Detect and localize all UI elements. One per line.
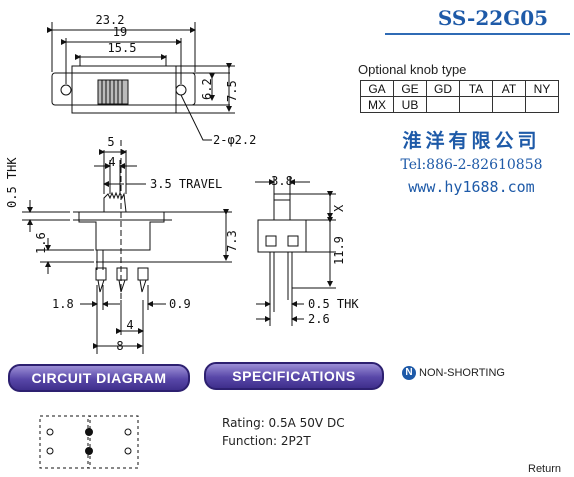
knob-cell bbox=[459, 96, 493, 113]
knob-cell: MX bbox=[360, 96, 394, 113]
specifications-button[interactable]: SPECIFICATIONS bbox=[204, 362, 384, 390]
dim-8: 8 bbox=[116, 339, 123, 353]
non-shorting-label: NON-SHORTING bbox=[419, 367, 505, 379]
knob-cell: GD bbox=[426, 80, 460, 97]
knob-cell: UB bbox=[393, 96, 427, 113]
dim-3-8: 3.8 bbox=[271, 174, 293, 188]
dim-4-top: 4 bbox=[108, 155, 115, 169]
dim-thk-b: 0.5 THK bbox=[308, 297, 359, 311]
dim-1-8: 1.8 bbox=[52, 297, 74, 311]
dim-2-6: 2.6 bbox=[308, 312, 330, 326]
dim-5: 5 bbox=[107, 135, 114, 149]
title-underline bbox=[385, 33, 570, 35]
knob-cell bbox=[426, 96, 460, 113]
non-shorting-icon: N bbox=[402, 366, 416, 380]
model-title: SS-22G05 bbox=[437, 6, 549, 30]
knob-cell: TA bbox=[459, 80, 493, 97]
dim-1-6: 1.6 bbox=[34, 232, 48, 254]
knob-cell: GE bbox=[393, 80, 427, 97]
return-link[interactable]: Return bbox=[528, 463, 562, 475]
company-tel: Tel:886-2-82610858 bbox=[400, 157, 543, 173]
knob-type-title: Optional knob type bbox=[358, 62, 467, 77]
circuit-diagram-button[interactable]: CIRCUIT DIAGRAM bbox=[8, 364, 190, 392]
company-name: 淮洋有限公司 bbox=[402, 130, 541, 152]
dim-7-3: 7.3 bbox=[225, 230, 239, 252]
dim-thk: 0.5 THK bbox=[5, 157, 19, 208]
dim-travel: 3.5 TRAVEL bbox=[150, 177, 222, 191]
dim-hole: 2-φ2.2 bbox=[213, 133, 256, 147]
knob-cell: NY bbox=[525, 80, 559, 97]
dim-x: X bbox=[332, 204, 346, 212]
dim-23-2: 23.2 bbox=[96, 13, 125, 27]
dim-0-9: 0.9 bbox=[169, 297, 191, 311]
spec-rating: Rating: 0.5A 50V DC bbox=[222, 416, 345, 430]
knob-cell bbox=[525, 96, 559, 113]
knob-cell: AT bbox=[492, 80, 526, 97]
dim-4: 4 bbox=[126, 318, 133, 332]
knob-type-table: GA GE GD TA AT NY MX UB bbox=[360, 80, 559, 113]
company-website[interactable]: www.hy1688.com bbox=[408, 178, 535, 196]
dim-15-5: 15.5 bbox=[108, 41, 137, 55]
dim-19: 19 bbox=[113, 25, 127, 39]
knob-cell bbox=[492, 96, 526, 113]
dim-7-5: 7.5 bbox=[225, 80, 239, 102]
spec-function: Function: 2P2T bbox=[222, 434, 311, 448]
knob-cell: GA bbox=[360, 80, 394, 97]
dim-6-2: 6.2 bbox=[200, 78, 214, 100]
dim-11-9: 11.9 bbox=[332, 236, 346, 265]
